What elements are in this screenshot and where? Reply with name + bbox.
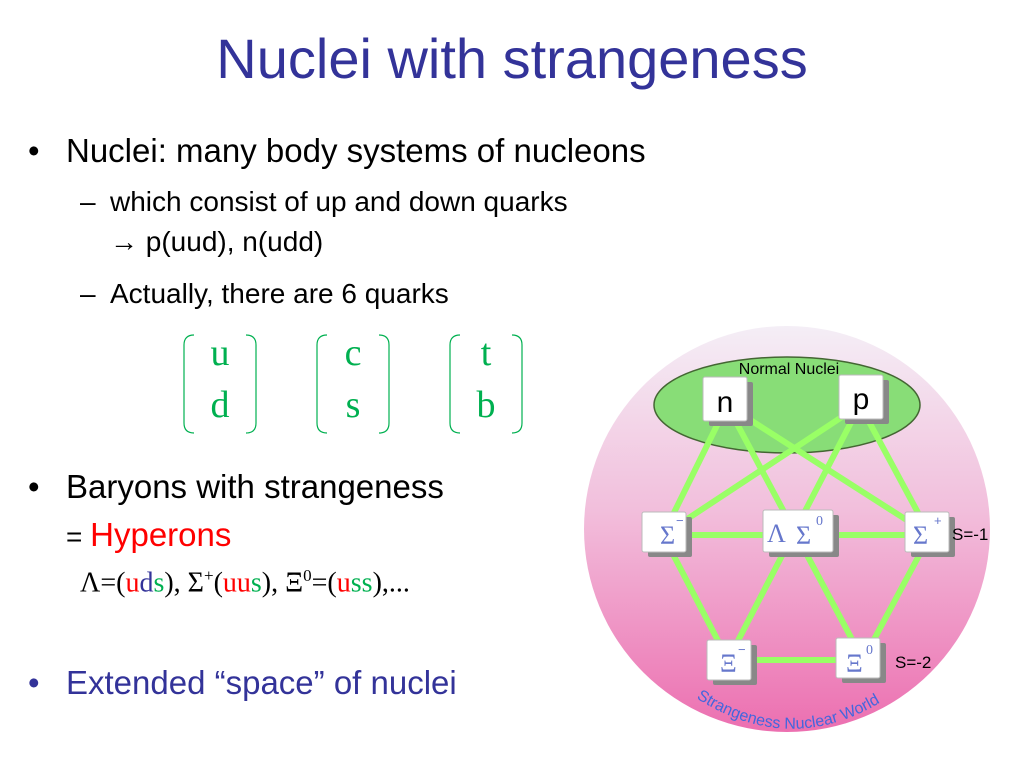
sigma-symbol: Σ	[187, 567, 204, 599]
quark-u: u	[336, 567, 351, 599]
sigma0-label: Σ	[796, 521, 811, 550]
quark-u: u	[125, 567, 140, 599]
subbullet-actually-text: Actually, there are 6 quarks	[110, 278, 449, 309]
quark-doublet-ud: u d	[182, 333, 258, 435]
quark-d: d	[139, 567, 154, 599]
matrix-brackets	[183, 334, 257, 434]
xi-symbol: Ξ	[285, 567, 304, 599]
proton-label: p	[853, 383, 870, 416]
particle-sigma-plus	[904, 511, 955, 557]
quark-uu: uu	[222, 567, 251, 599]
lambda-symbol: Λ	[80, 567, 101, 599]
subbullet-quarks-line1: which consist of up and down quarks	[110, 186, 568, 217]
particle-n	[702, 376, 753, 426]
s-minus2-label: S=-2	[895, 653, 931, 672]
slide-title: Nuclei with strangeness	[216, 27, 808, 90]
lambda-label: Λ	[767, 519, 786, 548]
xi-minus-sup: −	[738, 642, 746, 657]
xi0-label: Ξ	[846, 649, 863, 678]
quark-down: d	[210, 384, 230, 426]
quark-up: u	[210, 332, 230, 374]
quark-ss: ss	[350, 567, 373, 599]
quark-strange: s	[345, 384, 361, 426]
s-minus1-label: S=-1	[952, 525, 988, 544]
sigma-minus-label: Σ	[660, 521, 675, 550]
sigma0-sup: 0	[816, 514, 823, 529]
particle-xi-minus	[706, 639, 757, 685]
xi0-sup: 0	[866, 643, 873, 658]
xi-minus-label: Ξ	[720, 649, 737, 678]
hyperons-text: Hyperons	[90, 516, 232, 553]
bullet-symbol: •	[28, 468, 40, 505]
particle-lambda-sigma0	[762, 509, 839, 557]
quark-doublet-cs: c s	[315, 333, 391, 435]
matrix-brackets	[449, 334, 523, 434]
neutron-label: n	[717, 386, 734, 419]
sigma-plus-sup: +	[934, 513, 942, 528]
quark-doublet-tb: t b	[448, 333, 524, 435]
particle-xi0	[835, 637, 886, 683]
dash-symbol: –	[80, 186, 96, 217]
equals-sign: =	[66, 521, 91, 552]
hyperon-formula: Λ=(uds), Σ+(uus), Ξ0=(uss),...	[80, 566, 410, 599]
quark-s: s	[153, 567, 165, 599]
dash-symbol: –	[80, 278, 96, 309]
normal-nuclei-label: Normal Nuclei	[739, 361, 839, 378]
matrix-brackets	[316, 334, 390, 434]
quark-bottom: b	[476, 384, 496, 426]
bullet-symbol: •	[28, 664, 40, 701]
particle-sigma-minus	[641, 511, 692, 557]
subbullet-quarks-line2: → p(uud), n(udd)	[110, 226, 324, 257]
sigma-minus-sup: −	[676, 513, 684, 528]
bullet-extended-text: Extended “space” of nuclei	[66, 664, 457, 701]
quark-top: t	[480, 332, 492, 374]
bullet-baryons-text: Baryons with strangeness	[66, 468, 444, 505]
sigma-plus-label: Σ	[913, 521, 928, 550]
quark-s: s	[250, 567, 262, 599]
particle-p	[838, 374, 889, 424]
bullet-symbol: •	[28, 132, 40, 169]
bullet-nuclei-text: Nuclei: many body systems of nucleons	[66, 132, 646, 169]
quark-charm: c	[344, 332, 362, 374]
